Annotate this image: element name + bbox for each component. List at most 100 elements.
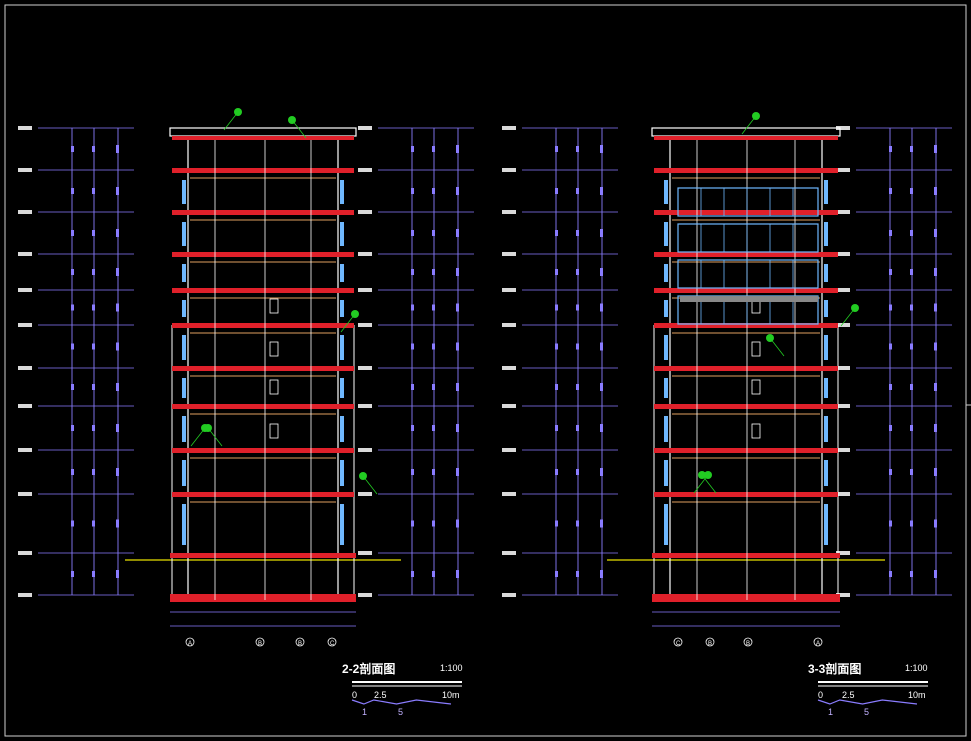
level-mark: [502, 593, 516, 597]
dimension-tick: [411, 469, 414, 475]
floor-slab: [654, 404, 838, 409]
detail-leader: [693, 474, 709, 494]
dimension-tick: [71, 343, 74, 350]
dimension-tick: [910, 469, 913, 475]
level-mark: [18, 593, 32, 597]
sheet-border: [4, 4, 967, 737]
window-frame: [824, 264, 828, 282]
dimension-tick: [910, 343, 913, 350]
window-frame: [340, 460, 344, 486]
floor-slab: [172, 366, 354, 371]
dimension-tick: [456, 229, 459, 237]
dimension-tick: [411, 188, 414, 194]
ground-slab: [170, 553, 356, 558]
dimension-tick: [116, 519, 119, 528]
floor-slab: [654, 288, 838, 293]
dimension-tick: [910, 188, 913, 194]
window-frame: [182, 416, 186, 442]
dimension-tick: [555, 571, 558, 577]
dimension-tick: [92, 146, 95, 152]
dimension-tick: [411, 343, 414, 350]
level-mark: [358, 126, 372, 130]
dimension-tick: [555, 520, 558, 527]
ground-slab: [652, 553, 840, 558]
level-mark: [836, 366, 850, 370]
floor-slab: [172, 252, 354, 257]
floor-slab: [654, 210, 838, 215]
grid-label: B: [298, 641, 302, 647]
dimension-tick: [576, 469, 579, 475]
detail-leader: [362, 475, 378, 495]
dimension-tick: [555, 269, 558, 275]
dimension-tick: [92, 425, 95, 431]
window-frame: [182, 222, 186, 246]
floor-slab: [172, 210, 354, 215]
dimension-tick: [71, 146, 74, 152]
dimension-tick: [71, 304, 74, 311]
dimension-tick: [600, 303, 603, 312]
dimension-tick: [92, 469, 95, 475]
level-mark: [18, 252, 32, 256]
dimension-tick: [116, 229, 119, 237]
scale-bar-2-label-1: 1: [362, 707, 368, 717]
dimension-tick: [116, 268, 119, 276]
level-mark: [836, 126, 850, 130]
roof-slab: [654, 136, 838, 140]
window-frame: [340, 504, 344, 545]
scale-bar-3-label-0: 0: [818, 690, 824, 700]
level-mark: [18, 168, 32, 172]
dimension-tick: [116, 424, 119, 432]
grid-bubble: [327, 637, 337, 647]
scale-bar-2-label-10m: 10m: [442, 690, 460, 700]
dimension-tick: [600, 229, 603, 237]
window-frame: [824, 300, 828, 317]
window-frame: [182, 335, 186, 360]
dimension-tick: [71, 520, 74, 527]
dimension-tick: [411, 425, 414, 431]
window-frame: [340, 378, 344, 398]
dimension-tick: [934, 145, 937, 153]
dimension-tick: [889, 304, 892, 311]
dimension-tick: [92, 269, 95, 275]
dimension-tick: [910, 425, 913, 431]
dimension-tick: [934, 342, 937, 351]
dimension-tick: [889, 343, 892, 350]
door: [269, 379, 279, 395]
scale-bar-path: [817, 699, 918, 705]
floor-slab: [654, 168, 838, 173]
dimension-tick: [889, 384, 892, 390]
window-frame: [824, 335, 828, 360]
dimension-tick: [555, 304, 558, 311]
dimension-tick: [555, 146, 558, 152]
level-mark: [18, 288, 32, 292]
grid-label: B: [258, 641, 262, 647]
dimension-tick: [92, 343, 95, 350]
level-mark: [502, 551, 516, 555]
floor-slab: [172, 323, 354, 328]
level-mark: [18, 323, 32, 327]
dimension-tick: [555, 343, 558, 350]
dimension-tick: [910, 520, 913, 527]
detail-leader: [207, 427, 223, 447]
detail-leader: [701, 474, 717, 494]
window-frame: [340, 180, 344, 204]
dimension-tick: [92, 384, 95, 390]
dimension-tick: [600, 383, 603, 391]
dimension-tick: [555, 425, 558, 431]
level-mark: [358, 252, 372, 256]
section-3-3-scale: 1:100: [905, 663, 928, 673]
level-mark: [18, 366, 32, 370]
level-mark: [358, 210, 372, 214]
dimension-tick: [432, 146, 435, 152]
dimension-tick: [456, 468, 459, 476]
window-frame: [182, 504, 186, 545]
dimension-tick: [889, 571, 892, 577]
scale-bar-3-label-10m: 10m: [908, 690, 926, 700]
level-mark: [502, 126, 516, 130]
dimension-tick: [432, 230, 435, 236]
dimension-tick: [92, 188, 95, 194]
dimension-tick: [411, 571, 414, 577]
grid-label: C: [330, 641, 335, 647]
dimension-tick: [456, 519, 459, 528]
